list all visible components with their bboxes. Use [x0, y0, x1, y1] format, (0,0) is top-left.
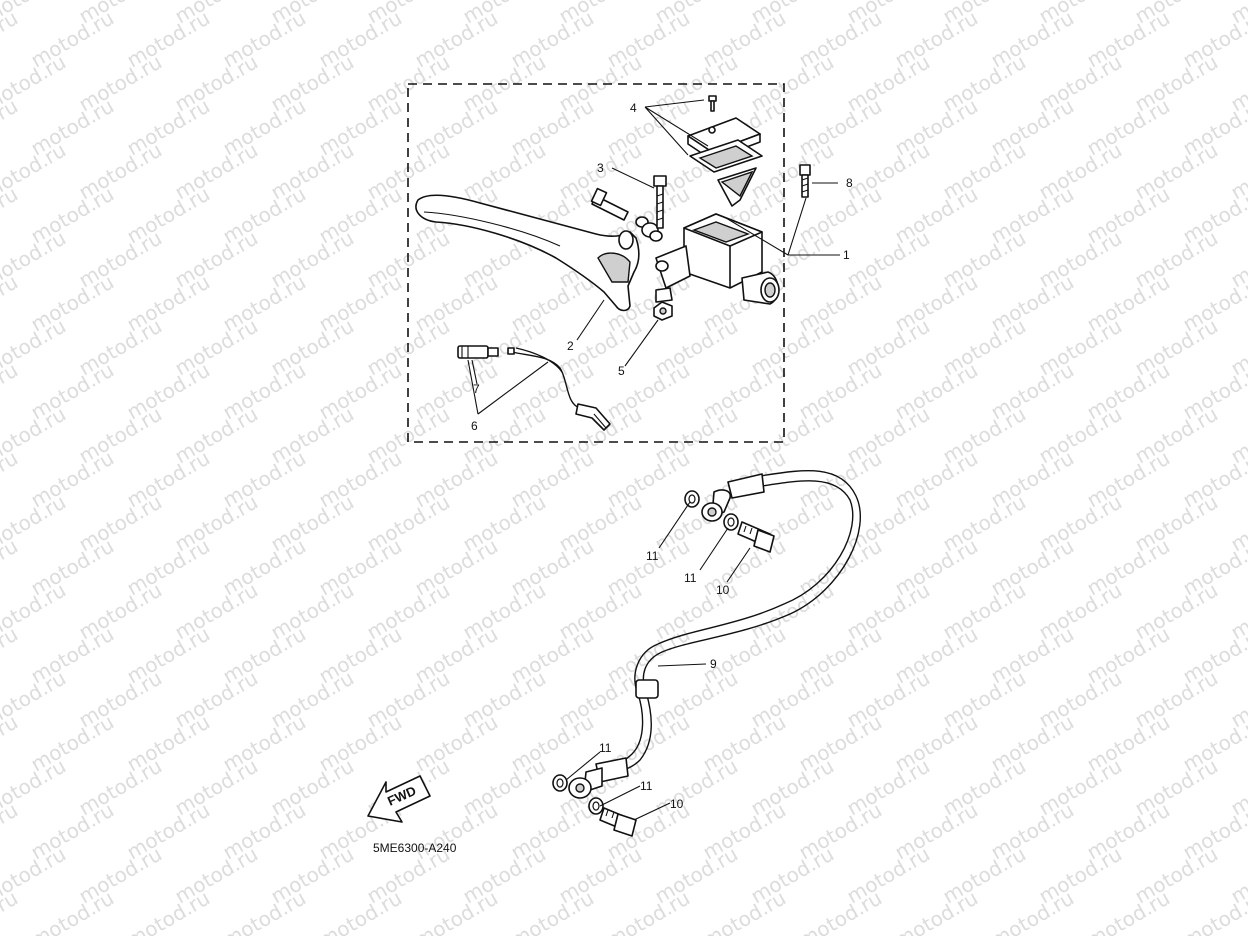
- callout-11-upper-b: 11: [684, 571, 697, 585]
- upper-washer-a[interactable]: [684, 490, 700, 508]
- watermark-text: motod.ru: [0, 534, 22, 601]
- watermark-text: motod.ru: [1083, 886, 1174, 936]
- upper-banjo-fitting[interactable]: [701, 489, 732, 522]
- callout-1: 1: [843, 248, 850, 262]
- assembly-boundary: [407, 83, 785, 443]
- brake-light-switch[interactable]: [457, 345, 499, 359]
- watermark-text: motod.ru: [0, 94, 22, 161]
- callout-11-lower-a: 11: [599, 741, 612, 755]
- watermark-text: motod.ru: [0, 358, 22, 425]
- mounting-screw[interactable]: [799, 164, 811, 198]
- pivot-pin[interactable]: [590, 187, 629, 221]
- lower-union-bolt[interactable]: [599, 807, 637, 837]
- callout-4: 4: [630, 101, 637, 115]
- pivot-bolt[interactable]: [653, 175, 667, 229]
- callout-11-upper-a: 11: [646, 549, 659, 563]
- lower-banjo-fitting[interactable]: [568, 767, 603, 799]
- callout-11-lower-b: 11: [640, 779, 653, 793]
- upper-washer-b[interactable]: [723, 513, 739, 531]
- watermark-text: motod.ru: [987, 886, 1078, 936]
- watermark-text: motod.ru: [0, 710, 22, 777]
- watermark-text: motod.ru: [411, 886, 502, 936]
- switch-wire-lead[interactable]: [507, 347, 611, 431]
- watermark-text: motod.ru: [507, 886, 598, 936]
- watermark-text: motod.ru: [603, 886, 694, 936]
- watermark-text: motod.ru: [219, 886, 310, 936]
- leader-lines: [467, 99, 840, 821]
- brake-hose[interactable]: [595, 470, 861, 783]
- watermark-text: motod.ru: [315, 886, 406, 936]
- spring-seal: [635, 216, 663, 242]
- watermark-text: motod.ru: [0, 622, 22, 689]
- lower-washer-a[interactable]: [552, 774, 568, 792]
- callout-9: 9: [710, 657, 717, 671]
- callout-10-upper: 10: [716, 583, 730, 597]
- callout-2: 2: [567, 339, 574, 353]
- callout-8: 8: [846, 176, 853, 190]
- diagram-code: 5ME6300-A240: [373, 841, 457, 855]
- watermark-text: motod.ru: [795, 886, 886, 936]
- callout-10-lower: 10: [670, 797, 684, 811]
- brake-lever[interactable]: [415, 194, 640, 312]
- lower-washer-b[interactable]: [588, 797, 604, 815]
- callout-6: 6: [471, 419, 478, 433]
- callout-3: 3: [597, 161, 604, 175]
- watermark-text: motod.ru: [27, 886, 118, 936]
- watermark-text: motod.ru: [0, 446, 22, 513]
- watermark-text: motod.ru: [891, 886, 982, 936]
- cap-screw[interactable]: [708, 95, 717, 112]
- watermark-text: motod.ru: [0, 182, 22, 249]
- nut[interactable]: [653, 287, 673, 321]
- diaphragm-body: [717, 167, 757, 207]
- callout-5: 5: [618, 364, 625, 378]
- callouts: 1 2 3 4 5 6 7 8 9 10 10 11 11 11 11: [471, 101, 853, 811]
- upper-union-bolt[interactable]: [737, 521, 775, 553]
- watermark-text: motod.ru: [0, 6, 22, 73]
- diaphragm[interactable]: [689, 139, 763, 173]
- watermark-text: motod.ru: [0, 886, 22, 936]
- watermark-text: motod.ru: [123, 886, 214, 936]
- watermark-text: motod.ru: [0, 798, 22, 865]
- watermark-text: motod.ru: [699, 886, 790, 936]
- master-cylinder[interactable]: [655, 213, 780, 305]
- callout-7: 7: [473, 382, 480, 396]
- watermark-text: motod.ru: [0, 270, 22, 337]
